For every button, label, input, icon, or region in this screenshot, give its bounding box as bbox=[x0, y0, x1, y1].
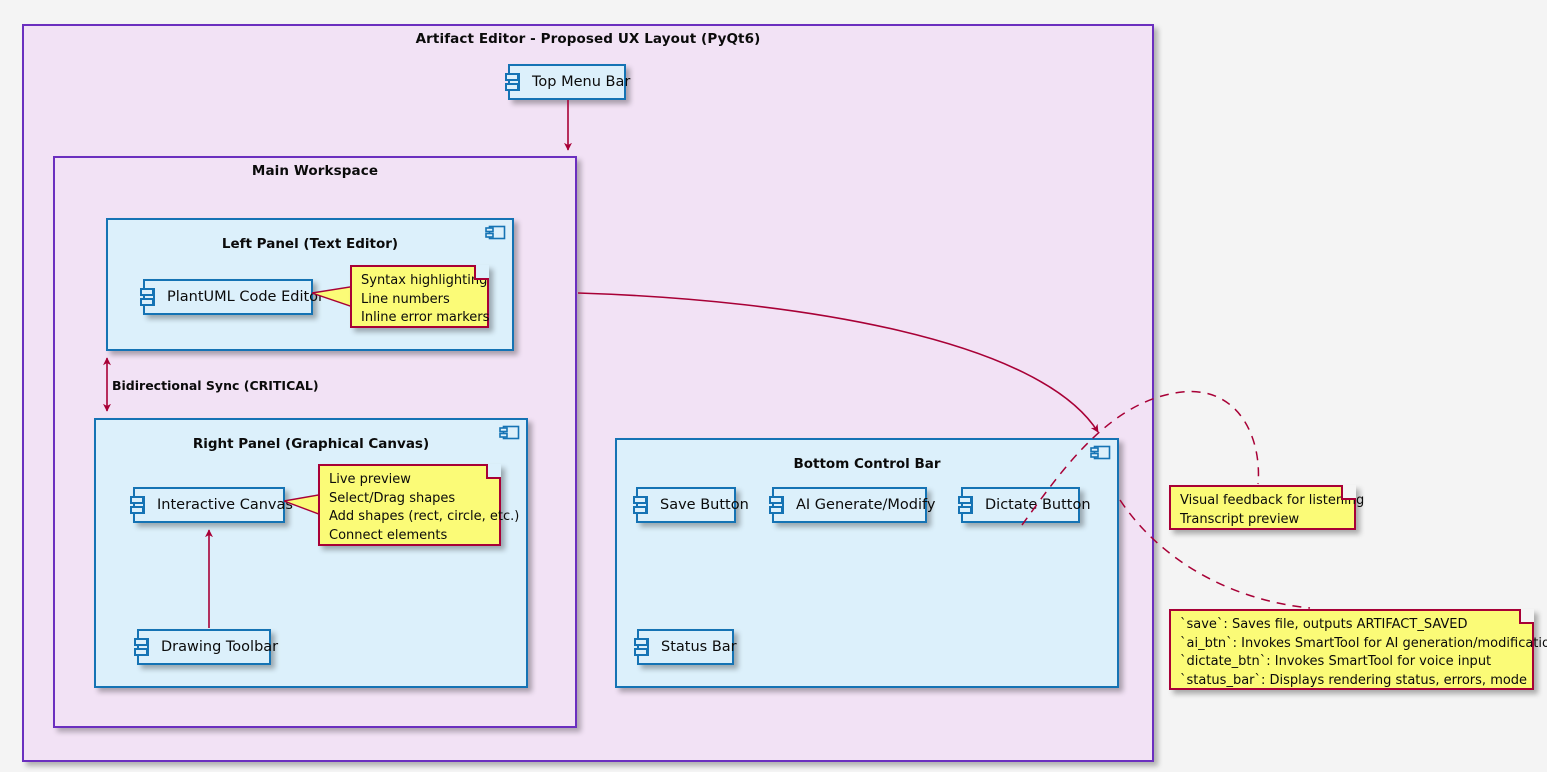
node-save-button[interactable]: Save Button bbox=[633, 487, 749, 523]
component-tab-bar bbox=[153, 288, 155, 306]
node-plantuml-code-editor-label: PlantUML Code Editor bbox=[167, 288, 324, 305]
node-interactive-canvas-label: Interactive Canvas bbox=[157, 496, 293, 513]
node-drawing-toolbar-label: Drawing Toolbar bbox=[161, 638, 279, 655]
panel-bottom-control-bar-title: Bottom Control Bar bbox=[793, 456, 941, 472]
edge-label-bidirectional-sync: Bidirectional Sync (CRITICAL) bbox=[112, 378, 319, 393]
node-status-bar[interactable]: Status Bar bbox=[634, 629, 737, 665]
panel-left-text-editor-title: Left Panel (Text Editor) bbox=[221, 236, 399, 252]
node-drawing-toolbar[interactable]: Drawing Toolbar bbox=[134, 629, 278, 665]
note-line: Line numbers bbox=[361, 291, 450, 307]
note-line: `status_bar`: Displays rendering status,… bbox=[1180, 672, 1528, 688]
node-interactive-canvas[interactable]: Interactive Canvas bbox=[130, 487, 293, 523]
panel-right-graphical-canvas-title: Right Panel (Graphical Canvas) bbox=[192, 436, 430, 452]
node-dictate-button[interactable]: Dictate Button bbox=[958, 487, 1091, 523]
node-ai-generate-button-label: AI Generate/Modify bbox=[796, 496, 936, 513]
package-main-workspace-title: Main Workspace bbox=[251, 163, 379, 179]
node-top-menu-bar-label: Top Menu Bar bbox=[532, 73, 631, 90]
node-save-button-label: Save Button bbox=[660, 496, 749, 513]
component-tab-bar bbox=[143, 496, 145, 514]
note-line: Add shapes (rect, circle, etc.) bbox=[329, 509, 520, 524]
node-dictate-button-label: Dictate Button bbox=[985, 496, 1091, 513]
component-tab-bar bbox=[646, 496, 648, 514]
node-ai-generate-button[interactable]: AI Generate/Modify bbox=[769, 487, 935, 523]
note-line: Connect elements bbox=[329, 527, 448, 543]
note-canvas-features: Live preview Select/Drag shapes Add shap… bbox=[318, 464, 520, 546]
component-tab-bar bbox=[647, 638, 649, 656]
component-tab-bar bbox=[518, 73, 520, 91]
note-fold-corner bbox=[486, 464, 501, 479]
note-line: Inline error markers bbox=[361, 310, 490, 325]
node-plantuml-code-editor[interactable]: PlantUML Code Editor bbox=[140, 279, 324, 315]
component-tab-bar bbox=[971, 496, 973, 514]
node-top-menu-bar[interactable]: Top Menu Bar bbox=[505, 64, 630, 100]
note-dictate-feedback: Visual feedback for listening Transcript… bbox=[1169, 485, 1365, 530]
note-fold-corner bbox=[474, 265, 489, 280]
note-line: Syntax highlighting bbox=[361, 273, 488, 288]
note-line: Live preview bbox=[329, 472, 411, 487]
outer-frame-title: Artifact Editor - Proposed UX Layout (Py… bbox=[415, 31, 761, 47]
note-fold-corner bbox=[1519, 609, 1534, 624]
note-editor-features: Syntax highlighting Line numbers Inline … bbox=[350, 265, 489, 328]
note-fold-corner bbox=[1341, 485, 1356, 500]
note-line: `dictate_btn`: Invokes SmartTool for voi… bbox=[1180, 654, 1492, 669]
note-line: Transcript preview bbox=[1180, 511, 1300, 527]
note-line: Select/Drag shapes bbox=[329, 490, 456, 506]
component-tab-bar bbox=[147, 638, 149, 656]
note-line: `save`: Saves file, outputs ARTIFACT_SAV… bbox=[1180, 617, 1468, 632]
note-line: Visual feedback for listening bbox=[1180, 493, 1365, 508]
node-status-bar-label: Status Bar bbox=[661, 638, 737, 655]
component-tab-bar bbox=[782, 496, 784, 514]
note-line: `ai_btn`: Invokes SmartTool for AI gener… bbox=[1180, 635, 1547, 651]
note-control-bar-actions: `save`: Saves file, outputs ARTIFACT_SAV… bbox=[1169, 609, 1547, 690]
